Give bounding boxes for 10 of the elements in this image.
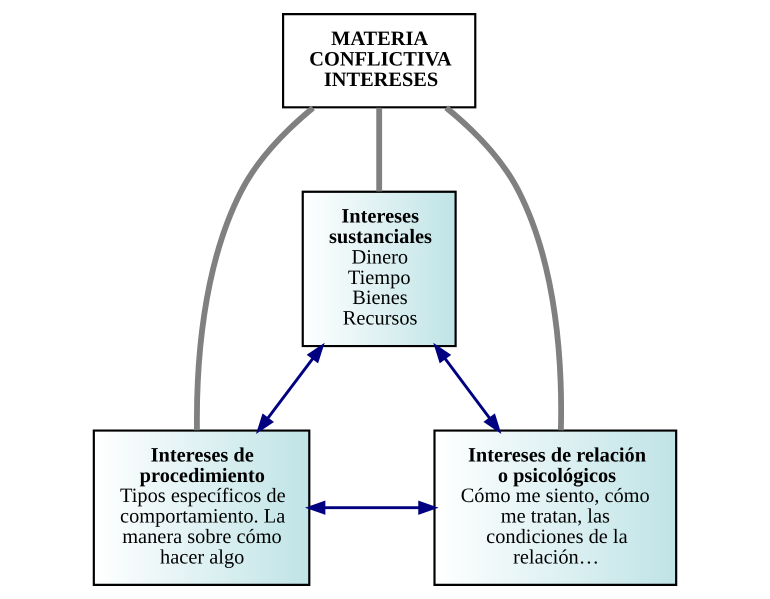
node-box: Intereses de procedimiento Tipos específicos de comportamiento. La manera sobre cómo hacer algo	[92, 429, 310, 586]
connector	[194, 106, 315, 430]
node-box: MATERIA CONFLICTIVA INTERESES	[282, 13, 476, 108]
connector	[376, 108, 382, 192]
arrow	[304, 500, 439, 515]
node-box: Intereses sustanciales Dinero Tiempo Bienes Recursos	[302, 190, 457, 348]
arrow	[256, 342, 325, 434]
connector	[444, 105, 564, 430]
node-box: Intereses de relación o psicológicos Cómo me siento, cómo me tratan, las condiciones de la relación…	[433, 429, 678, 586]
arrow	[433, 342, 502, 434]
